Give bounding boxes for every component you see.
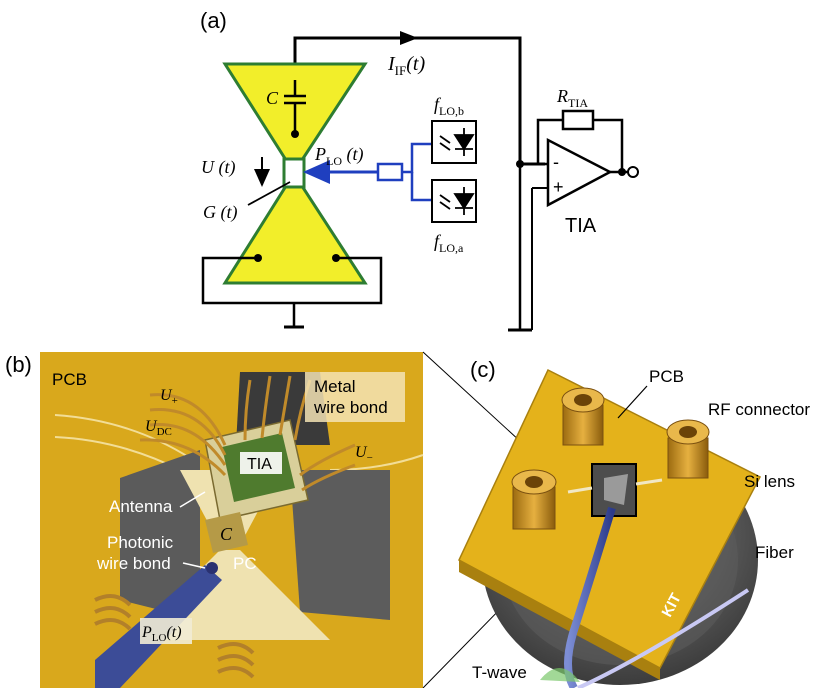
feedback-resistor	[561, 109, 595, 131]
resistor-label: RTIA	[556, 86, 588, 110]
capacitor-pad	[205, 512, 248, 553]
fiber-label: Fiber	[755, 543, 794, 562]
cavity-right	[290, 470, 390, 620]
laser-a-box	[431, 179, 477, 223]
pcb-edge	[459, 560, 660, 680]
pcb-label: PCB	[52, 370, 87, 389]
u-dc-label: UDC	[145, 418, 172, 438]
t-wave-label: T-wave	[472, 663, 527, 682]
laser-a-label: fLO,a	[434, 231, 464, 255]
fiber-loop	[577, 588, 750, 688]
panel-b-label: (b)	[5, 352, 32, 377]
feedback-wire-left	[536, 118, 563, 164]
pcb-pointer-c	[617, 385, 648, 419]
rf-connector-right	[666, 419, 710, 479]
photonic-label-1: Photonic	[107, 533, 174, 552]
voltage-label: U (t)	[201, 157, 236, 178]
feedback-node-in	[516, 160, 524, 168]
rf-connector-top	[561, 387, 605, 446]
laser-diode-a-icon	[439, 187, 475, 215]
t-wave-beam	[540, 667, 580, 682]
metal-bond-wires	[139, 375, 356, 492]
photonic-label-2: wire bond	[96, 554, 171, 573]
coil-left	[94, 594, 132, 631]
u-plus-label: U+	[160, 387, 178, 407]
capacitor-label: C	[266, 88, 279, 108]
photoconductor-spot	[206, 562, 218, 574]
if-current-label: IIF(t)	[387, 53, 425, 78]
opamp-label: TIA	[565, 215, 597, 237]
plo-label-bg	[140, 618, 192, 644]
laser-b-label: fLO,b	[434, 94, 464, 118]
u-minus-label: U−	[355, 444, 373, 464]
panel-a-label: (a)	[200, 8, 227, 33]
panel-c: (c) KIT	[458, 357, 810, 688]
panel-a: (a) IIF(t) C U (t) G (t) PLO (t)	[200, 8, 639, 332]
rf-connector-label: RF connector	[708, 400, 810, 419]
metal-wire-bond-label-bg	[305, 372, 405, 422]
fiber-cable	[564, 506, 616, 688]
antenna-label: Antenna	[109, 497, 173, 516]
panel-b: (b) TIA C	[5, 352, 424, 688]
pc-label: PC	[233, 554, 257, 573]
lo-branch-a	[410, 172, 432, 202]
fiber-coupler	[376, 162, 404, 182]
opamp-minus: -	[553, 152, 559, 172]
cavity-left	[120, 450, 200, 620]
conductance-pointer	[247, 181, 291, 206]
laser-diode-b-icon	[439, 128, 475, 156]
si-lens-label: Si lens	[744, 472, 795, 491]
tia-chip-label-bg	[240, 452, 282, 474]
tia-chip-label: TIA	[247, 456, 272, 473]
coil-right	[217, 642, 255, 679]
capacitor-pad-label: C	[220, 524, 233, 544]
antenna-lower-lobe	[222, 184, 368, 285]
output-terminal	[627, 166, 639, 178]
antenna-pointer	[179, 491, 206, 508]
metal-wire-bond-label-2: wire bond	[313, 398, 388, 417]
pcb-label-c: PCB	[649, 367, 684, 386]
conductance-label: G (t)	[203, 202, 238, 223]
rf-connector-bottom	[511, 469, 557, 530]
ground-loop	[201, 256, 383, 305]
opamp-triangle	[546, 137, 613, 208]
current-direction-arrow	[400, 31, 418, 45]
coplanar-traces	[567, 478, 663, 494]
chip-die	[604, 474, 628, 505]
plo-label: PLO(t)	[141, 624, 182, 644]
opamp-plus: +	[553, 177, 564, 197]
metal-wire-bond-label-1: Metal	[314, 377, 356, 396]
panel-c-label: (c)	[470, 357, 496, 382]
feedback-wire-right	[593, 118, 624, 172]
photonic-pointer	[182, 562, 206, 569]
lo-power-label: PLO (t)	[314, 144, 364, 168]
lo-branch-b	[402, 142, 432, 174]
output-node	[618, 168, 626, 176]
capacitor-node	[291, 130, 299, 138]
pcb-trace	[54, 414, 191, 459]
